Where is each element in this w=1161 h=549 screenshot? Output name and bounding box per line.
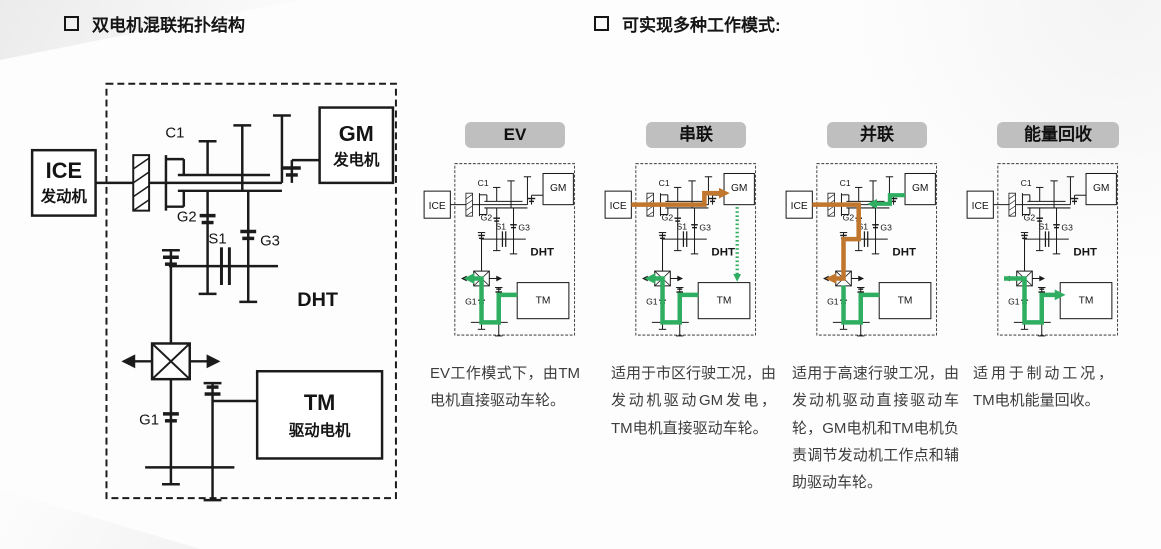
svg-text:TM: TM [304,390,335,415]
svg-text:GM: GM [731,183,748,194]
left-section-title: 双电机混联拓扑结构 [92,16,245,35]
svg-text:S1: S1 [1039,222,1050,232]
right-section-header: 可实现多种工作模式: [594,11,781,36]
svg-text:TM: TM [1079,296,1094,307]
svg-text:G1: G1 [139,413,159,429]
svg-text:G2: G2 [843,213,855,223]
svg-text:S1: S1 [496,222,507,232]
svg-text:TM: TM [898,296,913,307]
svg-text:S1: S1 [208,231,226,247]
svg-text:GM: GM [339,121,374,146]
svg-text:DHT: DHT [297,289,338,311]
svg-text:DHT: DHT [711,247,735,259]
svg-text:发动机: 发动机 [40,187,88,206]
svg-text:GM: GM [1093,183,1110,194]
svg-text:G1: G1 [646,297,658,307]
svg-text:G3: G3 [260,233,280,249]
regen-mode-description: 适用于制动工况，TM电机能量回收。 [973,365,1113,410]
svg-text:TM: TM [536,296,551,307]
svg-text:TM: TM [717,296,732,307]
svg-text:ICE: ICE [429,201,446,212]
svg-text:G1: G1 [1008,297,1020,307]
mode-tab-regen: 能量回收 [997,122,1119,148]
svg-text:G2: G2 [1024,213,1036,223]
svg-text:S1: S1 [677,222,688,232]
svg-text:S1: S1 [858,222,869,232]
svg-text:驱动电机: 驱动电机 [289,421,351,440]
svg-text:G3: G3 [1061,223,1073,233]
left-section-header: 双电机混联拓扑结构 [64,11,245,36]
svg-text:G1: G1 [465,297,477,307]
svg-text:G2: G2 [177,210,197,226]
svg-text:G3: G3 [518,223,530,233]
right-section-title: 可实现多种工作模式: [622,16,781,35]
svg-text:C1: C1 [478,178,489,188]
parallel-mode-description: 适用于高速行驶工况，由发动机驱动直接驱动车轮，GM电机和TM电机负责调节发动机工… [792,365,959,492]
mode-tab-parallel: 并联 [827,122,927,148]
svg-text:ICE: ICE [610,201,627,212]
svg-text:C1: C1 [840,178,851,188]
square-bullet-icon [594,16,609,31]
svg-text:C1: C1 [1021,178,1032,188]
svg-text:DHT: DHT [892,247,916,259]
svg-text:G2: G2 [481,213,493,223]
svg-text:G3: G3 [880,223,892,233]
ev-mode-description: EV工作模式下，由TM电机直接驱动车轮。 [430,365,580,410]
svg-text:GM: GM [550,183,567,194]
mode-tab-series: 串联 [646,122,746,148]
svg-text:ICE: ICE [46,158,82,183]
svg-text:DHT: DHT [1073,247,1097,259]
square-bullet-icon [64,16,79,31]
svg-text:C1: C1 [659,178,670,188]
mode-tab-ev: EV [465,122,565,148]
svg-text:发电机: 发电机 [332,150,380,169]
svg-text:GM: GM [912,183,929,194]
svg-text:G2: G2 [662,213,674,223]
svg-text:ICE: ICE [791,201,808,212]
series-mode-description: 适用于市区行驶工况，由发动机驱动GM发电，TM电机直接驱动车轮。 [611,365,777,437]
svg-text:G1: G1 [827,297,839,307]
svg-text:C1: C1 [165,125,184,141]
svg-text:G3: G3 [699,223,711,233]
svg-text:DHT: DHT [530,247,554,259]
svg-text:ICE: ICE [972,201,989,212]
